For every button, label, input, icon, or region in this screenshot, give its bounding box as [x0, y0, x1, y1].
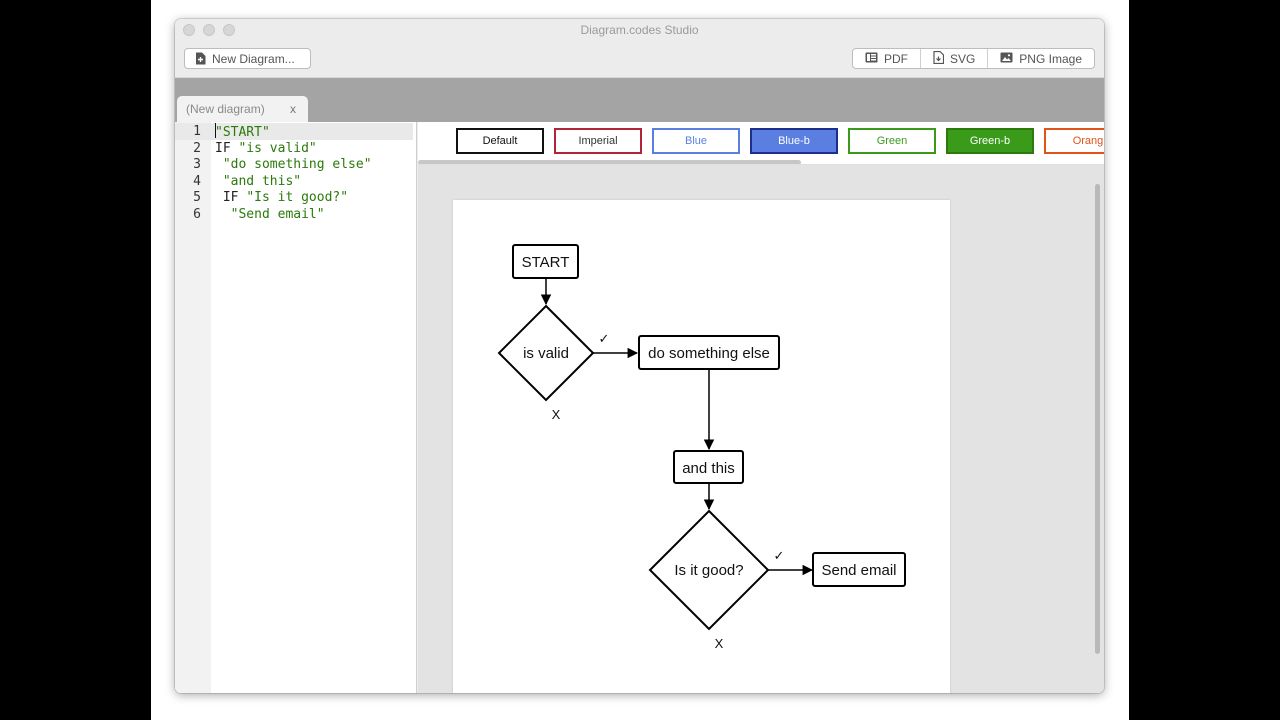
window-title: Diagram.codes Studio	[580, 23, 699, 37]
tab-new-diagram[interactable]: (New diagram) x	[177, 96, 308, 122]
zoom-window-button[interactable]	[223, 24, 235, 36]
code-line[interactable]: 1 "START"	[175, 123, 413, 140]
app-window: Diagram.codes Studio New Diagram... PDF …	[175, 19, 1104, 693]
code-string: "Is it good?"	[246, 190, 349, 206]
diagram-canvas: START is valid ✓ X do something else and…	[453, 200, 950, 693]
code-line[interactable]: 5 IF "Is it good?"	[175, 189, 417, 206]
flowchart: START is valid ✓ X do something else and…	[497, 244, 906, 651]
close-window-button[interactable]	[183, 24, 195, 36]
code-line[interactable]: 3 "do something else"	[175, 156, 417, 173]
valid-no-mark: X	[552, 407, 561, 422]
node-and-this-label: and this	[682, 460, 735, 477]
code-text: "Send email"	[215, 206, 325, 223]
code-text: "do something else"	[215, 156, 372, 173]
node-do-something-label: do something else	[648, 345, 770, 362]
code-text: "and this"	[215, 173, 301, 190]
svg-label: SVG	[949, 51, 976, 66]
node-is-valid-label: is valid	[523, 345, 569, 362]
code-string: "and this"	[222, 173, 302, 189]
image-icon	[1000, 52, 1013, 66]
node-is-valid[interactable]: is valid	[497, 304, 595, 402]
export-svg-button[interactable]: SVG	[919, 49, 987, 68]
code-string: "Send email"	[230, 207, 325, 222]
title-bar: Diagram.codes Studio	[175, 19, 1104, 41]
line-number: 6	[193, 207, 201, 222]
tab-bar: (New diagram) x	[175, 78, 1104, 122]
toolbar: New Diagram... PDF SVG PNG Image	[175, 41, 1104, 78]
theme-button[interactable]: Blue-b	[750, 128, 838, 154]
code-text: IF "Is it good?"	[215, 189, 348, 206]
code-string: "is valid"	[238, 140, 317, 156]
code-text: "START"	[215, 123, 270, 141]
node-is-good-label: Is it good?	[674, 562, 743, 579]
code-keyword	[215, 157, 223, 172]
node-start-label: START	[522, 254, 570, 271]
new-diagram-label: New Diagram...	[212, 51, 295, 66]
window-controls	[183, 24, 235, 36]
preview-pane: Default Imperial Blue Blue-b Green Green-b Ora…	[418, 122, 1104, 693]
line-number: 2	[193, 140, 201, 156]
line-number: 5	[193, 190, 201, 206]
node-do-something[interactable]: do something else	[638, 335, 780, 370]
export-buttons: PDF SVG PNG Image	[851, 48, 1095, 69]
theme-button[interactable]: Orang	[1044, 128, 1104, 154]
svg-icon	[933, 50, 945, 67]
theme-selector: Default Imperial Blue Blue-b Green Green-b Ora…	[418, 122, 1104, 165]
new-diagram-button[interactable]: New Diagram...	[184, 48, 311, 69]
code-keyword: IF	[215, 190, 247, 206]
tab-close-button[interactable]: x	[290, 102, 296, 116]
theme-button[interactable]: Green-b	[946, 128, 1034, 154]
horizontal-scrollbar[interactable]	[418, 160, 801, 164]
line-number: 1	[193, 124, 201, 139]
code-keyword: IF	[215, 140, 239, 156]
valid-yes-mark: ✓	[599, 331, 610, 346]
theme-button[interactable]: Imperial	[554, 128, 642, 154]
theme-button[interactable]: Default	[456, 128, 544, 154]
minimize-window-button[interactable]	[203, 24, 215, 36]
node-start[interactable]: START	[512, 244, 579, 279]
line-number-gutter	[175, 122, 211, 693]
tab-label: (New diagram)	[186, 102, 265, 116]
pdf-label: PDF	[883, 51, 908, 66]
png-label: PNG Image	[1019, 51, 1082, 66]
node-send-email-label: Send email	[821, 562, 896, 579]
code-string: "START"	[215, 125, 270, 140]
export-png-button[interactable]: PNG Image	[987, 49, 1094, 68]
pdf-icon	[865, 52, 878, 66]
line-number: 3	[193, 157, 201, 173]
text-cursor	[215, 123, 216, 138]
good-yes-mark: ✓	[774, 548, 785, 563]
code-string: "do something else"	[222, 157, 372, 173]
code-line[interactable]: 6 "Send email"	[175, 206, 417, 223]
code-keyword	[215, 207, 231, 222]
theme-button[interactable]: Blue	[652, 128, 740, 154]
theme-button[interactable]: Green	[848, 128, 936, 154]
new-file-icon	[195, 52, 206, 65]
code-line[interactable]: 2 IF "is valid"	[175, 140, 417, 157]
code-line[interactable]: 4 "and this"	[175, 173, 417, 190]
vertical-scrollbar[interactable]	[1095, 184, 1100, 654]
line-number: 4	[193, 173, 201, 189]
export-pdf-button[interactable]: PDF	[853, 49, 920, 68]
good-no-mark: X	[715, 636, 724, 651]
node-and-this[interactable]: and this	[673, 450, 744, 484]
code-keyword	[215, 174, 223, 189]
code-text: IF "is valid"	[215, 140, 317, 157]
node-is-good[interactable]: Is it good?	[648, 509, 770, 631]
node-send-email[interactable]: Send email	[812, 552, 906, 587]
